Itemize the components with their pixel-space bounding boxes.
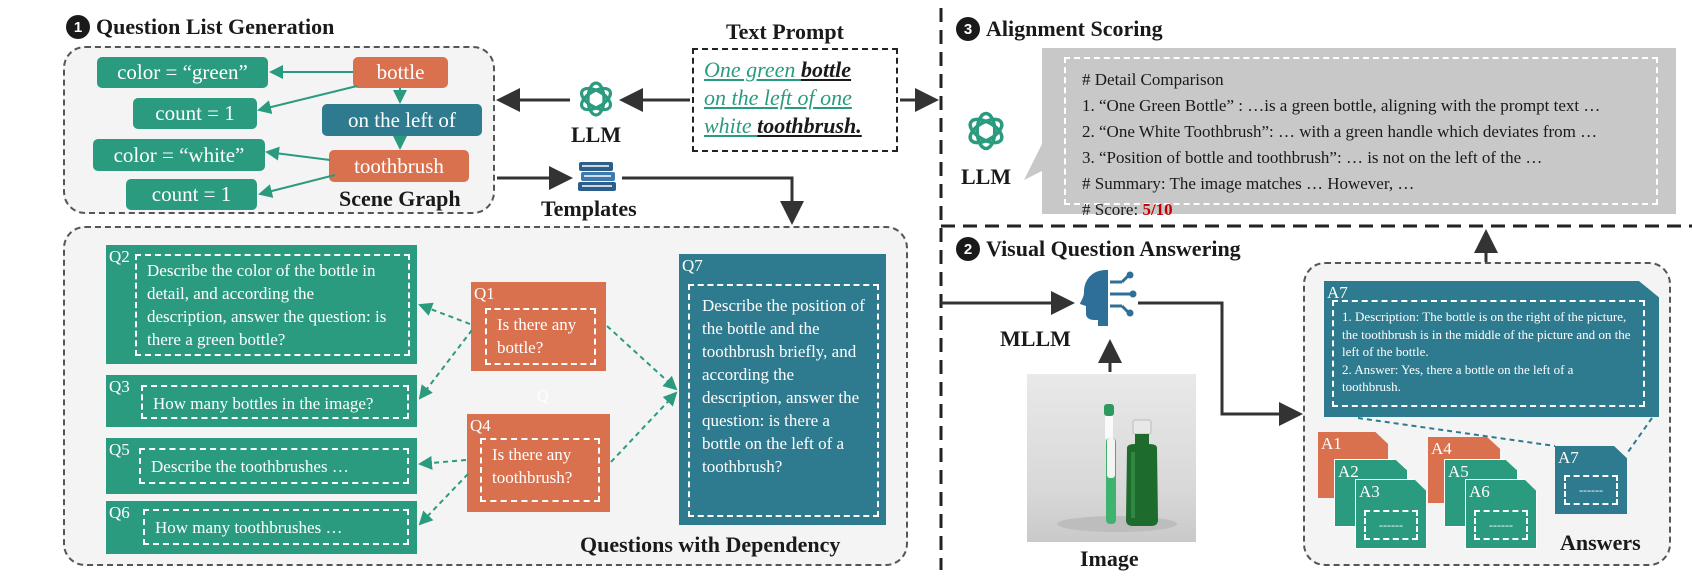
question-card-q2: Q2 Describe the color of the bottle in d…: [106, 245, 417, 364]
score-value: 5/10: [1142, 200, 1173, 219]
image-label: Image: [1080, 546, 1139, 571]
question-card-q5: Q5 Describe the toothbrushes …: [106, 438, 417, 494]
section-title-question-list: 1 Question List Generation: [66, 14, 334, 40]
answer-card-a6: A6 ------: [1465, 479, 1537, 549]
llm-label: LLM: [571, 122, 622, 147]
scoring-text-box: # Detail Comparison 1. “One Green Bottle…: [1064, 57, 1658, 219]
step-number-badge: 1: [66, 15, 90, 39]
scene-graph-label: Scene Graph: [339, 186, 461, 211]
scoring-panel: # Detail Comparison 1. “One Green Bottle…: [1042, 48, 1676, 219]
mllm-label: MLLM: [1000, 326, 1071, 351]
question-card-q3: Q3 How many bottles in the image?: [106, 375, 417, 427]
bottle-toothbrush-photo: [1027, 374, 1196, 542]
relation-left-of: on the left of: [322, 104, 482, 136]
text-prompt-box: One green bottle on the left of one whit…: [692, 48, 898, 152]
openai-logo-icon: [575, 78, 617, 120]
speech-pointer: [1024, 140, 1044, 180]
answer-card-a7: A7 1. Description: The bottle is on the …: [1324, 281, 1659, 417]
text-prompt-title: Text Prompt: [726, 19, 844, 44]
attr-color-white: color = “white”: [93, 139, 265, 171]
attr-count-bottle: count = 1: [133, 98, 257, 129]
section-title-alignment: 3 Alignment Scoring: [956, 16, 1163, 42]
templates-label: Templates: [541, 196, 637, 221]
answer-card-a3: A3 ------: [1355, 479, 1427, 549]
openai-logo-icon: [963, 108, 1009, 154]
section-title-vqa: 2 Visual Question Answering: [956, 236, 1241, 262]
question-card-q1: Q1 Is there any bottle?: [471, 282, 606, 371]
question-card-q4: Q4 Is there any toothbrush?: [467, 414, 610, 512]
stray-label: Q: [537, 388, 549, 405]
answers-label: Answers: [1560, 530, 1641, 555]
entity-toothbrush: toothbrush: [329, 150, 469, 182]
question-card-q6: Q6 How many toothbrushes …: [106, 501, 417, 554]
ai-head-icon: [1076, 266, 1138, 328]
entity-bottle: bottle: [353, 57, 448, 88]
question-card-q7: Q7 Describe the position of the bottle a…: [679, 254, 886, 525]
attr-color-green: color = “green”: [97, 57, 268, 88]
step-number-badge: 3: [956, 17, 980, 41]
questions-label: Questions with Dependency: [580, 532, 841, 557]
step-number-badge: 2: [956, 237, 980, 261]
attr-count-toothbrush: count = 1: [126, 179, 257, 210]
answer-card-a7-small: A7 ------: [1555, 446, 1627, 514]
scoring-llm-label: LLM: [961, 164, 1012, 189]
books-icon: [574, 158, 620, 194]
